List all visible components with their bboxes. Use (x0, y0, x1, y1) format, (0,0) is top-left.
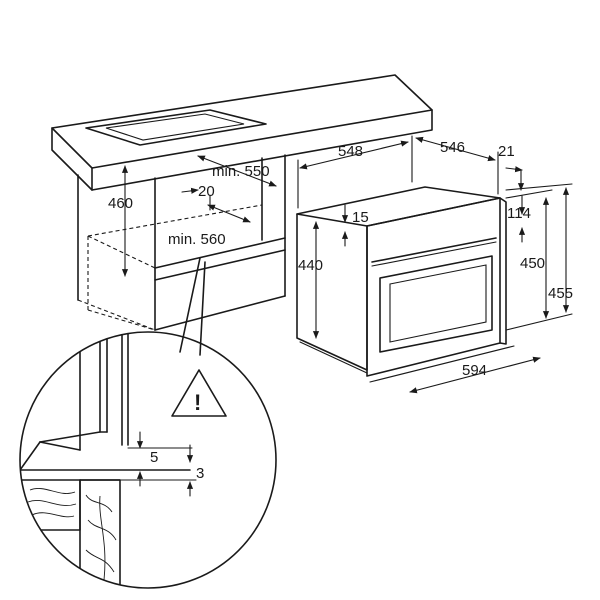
warning-icon: ! (171, 369, 227, 417)
clearance-top-label: 5 (150, 449, 158, 466)
hob (85, 109, 267, 146)
clearance-top-dimension: 5 (127, 431, 193, 487)
cabinet-width-dimension: min. 560 (168, 204, 251, 248)
cabinet-min-depth-label: min. 550 (212, 163, 270, 180)
oven-inner-height-label: 450 (520, 255, 545, 272)
oven (296, 186, 507, 377)
cabinet-height-label: 460 (108, 195, 133, 212)
cabinet-min-width-label: min. 560 (168, 231, 226, 248)
oven-inner-height-dimension: 450 (505, 189, 553, 319)
oven-body-height-dimension: 440 (298, 221, 323, 339)
clearance-bottom-label: 3 (196, 465, 204, 482)
oven-total-height-dimension: 455 (505, 183, 573, 331)
oven-front-strip-dimension: 114 (507, 195, 531, 243)
oven-front-thickness-dimension: 21 (498, 143, 525, 191)
oven-depth-body-dimension: 546 (415, 136, 499, 195)
oven-depth-body-label: 546 (440, 139, 465, 156)
oven-width-dimension: 594 (369, 345, 541, 394)
cabinet-depth-dimension: min. 550 (197, 155, 277, 187)
oven-body-height-label: 440 (298, 257, 323, 274)
clearance-bottom-dimension: 3 (119, 444, 204, 497)
cabinet-gap-label: 20 (198, 183, 215, 200)
detail-circle (19, 331, 277, 589)
warning-symbol: ! (194, 390, 201, 415)
oven-top-offset-label: 15 (352, 209, 369, 226)
detail-view: 5 3 ! (19, 331, 277, 589)
oven-front-strip-label: 114 (507, 205, 531, 222)
oven-width-label: 594 (462, 362, 487, 379)
oven-total-height-label: 455 (548, 285, 573, 302)
oven-depth-total-label: 548 (338, 143, 363, 160)
oven-front-thickness-label: 21 (498, 143, 515, 160)
oven-depth-total-dimension: 548 (297, 135, 413, 209)
cabinet-height-dimension: 460 (108, 165, 133, 277)
oven-top-offset-dimension: 15 (341, 204, 369, 247)
